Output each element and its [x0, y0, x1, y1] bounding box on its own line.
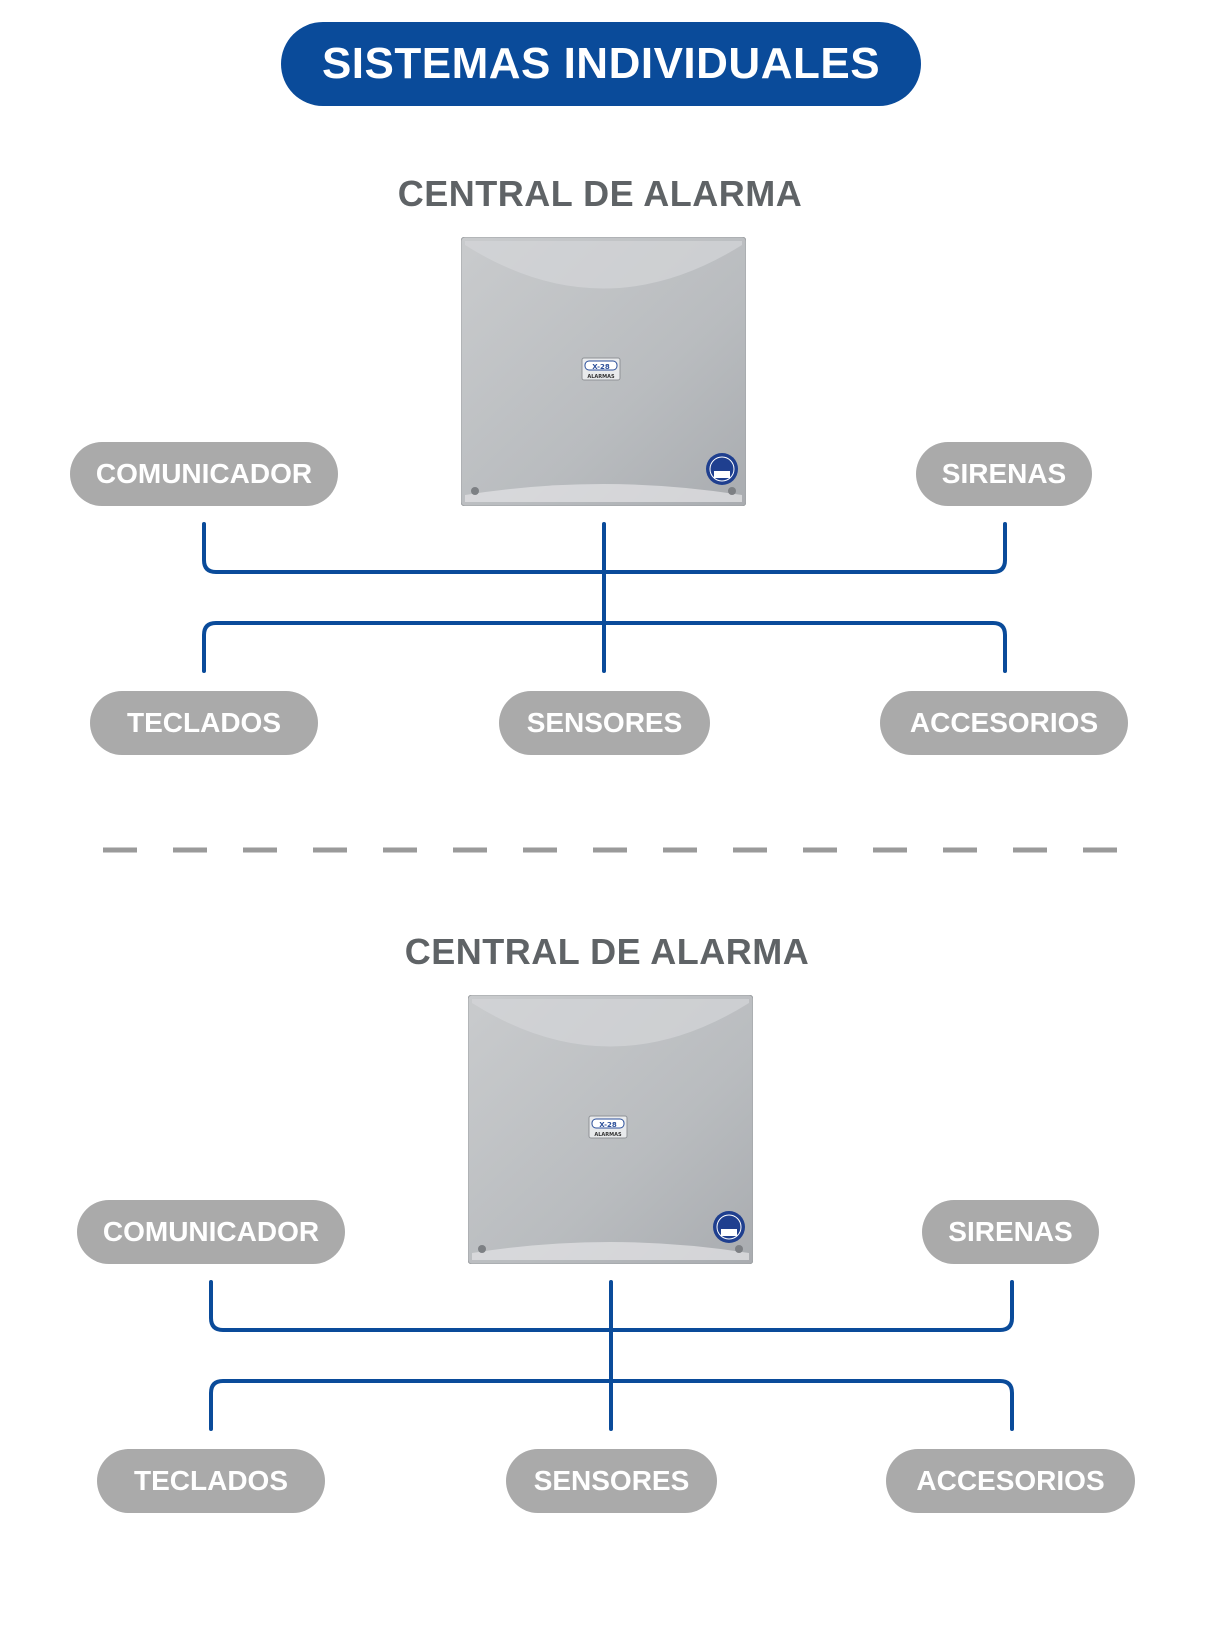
node-sirenas: SIRENAS — [916, 442, 1092, 506]
node-accesorios: ACCESORIOS — [886, 1449, 1135, 1513]
device-brand-logo: X-28 — [592, 363, 610, 371]
system-diagram-2: CENTRAL DE ALARMA X-28 ALARMAS COMUNICAD… — [0, 932, 1214, 1632]
node-comunicador: COMUNICADOR — [70, 442, 338, 506]
node-teclados: TECLADOS — [90, 691, 318, 755]
device-brand-sub: ALARMAS — [594, 1132, 622, 1138]
section-divider — [103, 847, 1117, 853]
connector-lines — [209, 1280, 1014, 1431]
node-sensores: SENSORES — [506, 1449, 717, 1513]
node-sirenas: SIRENAS — [922, 1200, 1099, 1264]
node-teclados: TECLADOS — [97, 1449, 325, 1513]
alarm-panel-image: X-28 ALARMAS — [461, 237, 746, 506]
device-brand-sub: ALARMAS — [587, 374, 615, 380]
central-title: CENTRAL DE ALARMA — [397, 173, 803, 214]
central-title: CENTRAL DE ALARMA — [404, 931, 810, 972]
node-comunicador: COMUNICADOR — [77, 1200, 345, 1264]
device-brand-logo: X-28 — [599, 1121, 617, 1129]
header-title: SISTEMAS INDIVIDUALES — [281, 22, 921, 106]
system-diagram-1: CENTRAL DE ALARMA X-28 ALARMAS COMUNICAD… — [0, 174, 1214, 874]
connector-lines — [202, 522, 1007, 673]
alarm-panel-image: X-28 ALARMAS — [468, 995, 753, 1264]
node-accesorios: ACCESORIOS — [880, 691, 1128, 755]
node-sensores: SENSORES — [499, 691, 710, 755]
